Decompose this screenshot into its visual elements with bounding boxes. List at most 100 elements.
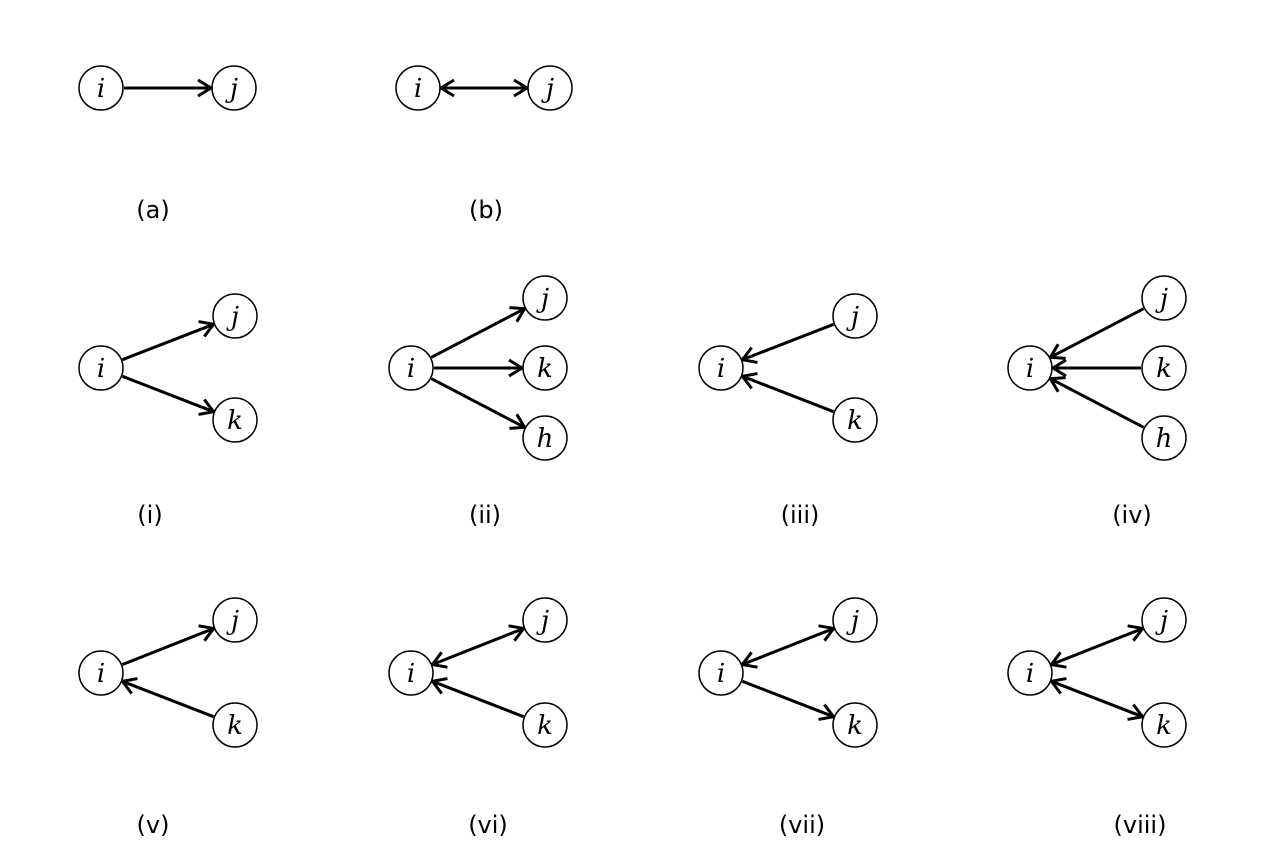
edge-line (741, 322, 835, 362)
node-h: h (1141, 415, 1187, 461)
panel-label: (vii) (779, 811, 825, 839)
node-label: i (1026, 354, 1034, 384)
node-j: j (832, 597, 878, 643)
arrowhead (1047, 343, 1066, 360)
node-circle (832, 293, 878, 339)
arrowhead (438, 78, 455, 98)
node-circle (1141, 597, 1187, 643)
node-k: k (212, 397, 258, 443)
node-circle (212, 597, 258, 643)
arrowhead (509, 306, 528, 323)
node-circle (1141, 275, 1187, 321)
edge-i-k (1048, 677, 1146, 721)
panel-vi: ijk(vi) (388, 597, 568, 839)
node-label: i (717, 659, 725, 689)
edge-j-i (739, 322, 835, 364)
node-j: j (522, 275, 568, 321)
node-label: i (717, 354, 725, 384)
arrowhead (508, 358, 525, 378)
edge-line (121, 627, 215, 666)
node-label: h (537, 424, 554, 454)
node-circle (1141, 345, 1187, 391)
node-i: i (78, 65, 124, 111)
node-label: i (1026, 659, 1034, 689)
node-j: j (1141, 275, 1187, 321)
edge-line (431, 627, 525, 666)
node-k: k (832, 397, 878, 443)
arrowhead (1048, 651, 1067, 669)
arrowhead (818, 703, 837, 721)
arrowhead (739, 651, 758, 669)
arrowhead (818, 624, 837, 642)
node-i: i (395, 65, 441, 111)
edge-line (1050, 627, 1144, 666)
edge-i-k (434, 358, 525, 378)
node-circle (395, 65, 441, 111)
panel-label: (viii) (1114, 811, 1167, 839)
node-label: k (537, 711, 553, 741)
node-circle (211, 65, 257, 111)
node-i: i (698, 650, 744, 696)
node-circle (698, 345, 744, 391)
node-label: k (1156, 711, 1172, 741)
node-circle (1007, 650, 1053, 696)
edge-line (121, 679, 215, 719)
node-label: k (847, 406, 863, 436)
arrowhead (198, 398, 217, 416)
node-k: k (1141, 345, 1187, 391)
edge-i-j (121, 624, 217, 666)
node-circle (78, 65, 124, 111)
edge-i-j (121, 320, 217, 362)
node-circle (388, 345, 434, 391)
panel-label: (b) (469, 196, 503, 224)
arrowhead (197, 78, 214, 98)
edge-i-k (741, 679, 837, 721)
node-circle (1141, 702, 1187, 748)
node-k: k (522, 345, 568, 391)
edge-line (1049, 377, 1145, 429)
node-k: k (1141, 702, 1187, 748)
edge-j-i (1047, 307, 1145, 360)
node-circle (212, 397, 258, 443)
arrowhead (1048, 677, 1067, 695)
arrowhead (513, 78, 530, 98)
edge-line (1049, 307, 1145, 359)
edge-k-i (119, 677, 215, 719)
node-circle (522, 345, 568, 391)
panel-label: (i) (137, 501, 162, 529)
panel-b: i j (b) (395, 65, 573, 224)
edge-i-j (124, 78, 214, 98)
node-label: k (847, 711, 863, 741)
node-label: k (1156, 354, 1172, 384)
node-circle (832, 397, 878, 443)
arrowhead (1127, 624, 1146, 642)
panel-v: ijk(v) (78, 597, 258, 839)
node-label: h (1156, 424, 1173, 454)
panel-label: (ii) (469, 501, 501, 529)
node-circle (1141, 415, 1187, 461)
node-j: j (211, 65, 257, 111)
edge-line (741, 374, 835, 414)
node-i: i (698, 345, 744, 391)
panel-vii: i j k (vii) (698, 597, 878, 839)
node-circle (832, 597, 878, 643)
edge-i-j (429, 624, 527, 669)
arrowhead (509, 413, 528, 430)
arrowhead (508, 624, 527, 642)
node-label: i (97, 659, 105, 689)
panel-label: (iv) (1112, 501, 1152, 529)
node-circle (527, 65, 573, 111)
node-j: j (212, 293, 258, 339)
edge-line (741, 627, 835, 666)
node-label: i (97, 354, 105, 384)
node-j: j (527, 65, 573, 111)
edge-i-j (1048, 624, 1146, 669)
edge-k-i (429, 677, 525, 719)
node-label: i (407, 354, 415, 384)
panel-label: (vi) (468, 811, 508, 839)
node-j: j (212, 597, 258, 643)
node-k: k (212, 702, 258, 748)
arrowhead (1127, 703, 1146, 721)
node-k: k (832, 702, 878, 748)
